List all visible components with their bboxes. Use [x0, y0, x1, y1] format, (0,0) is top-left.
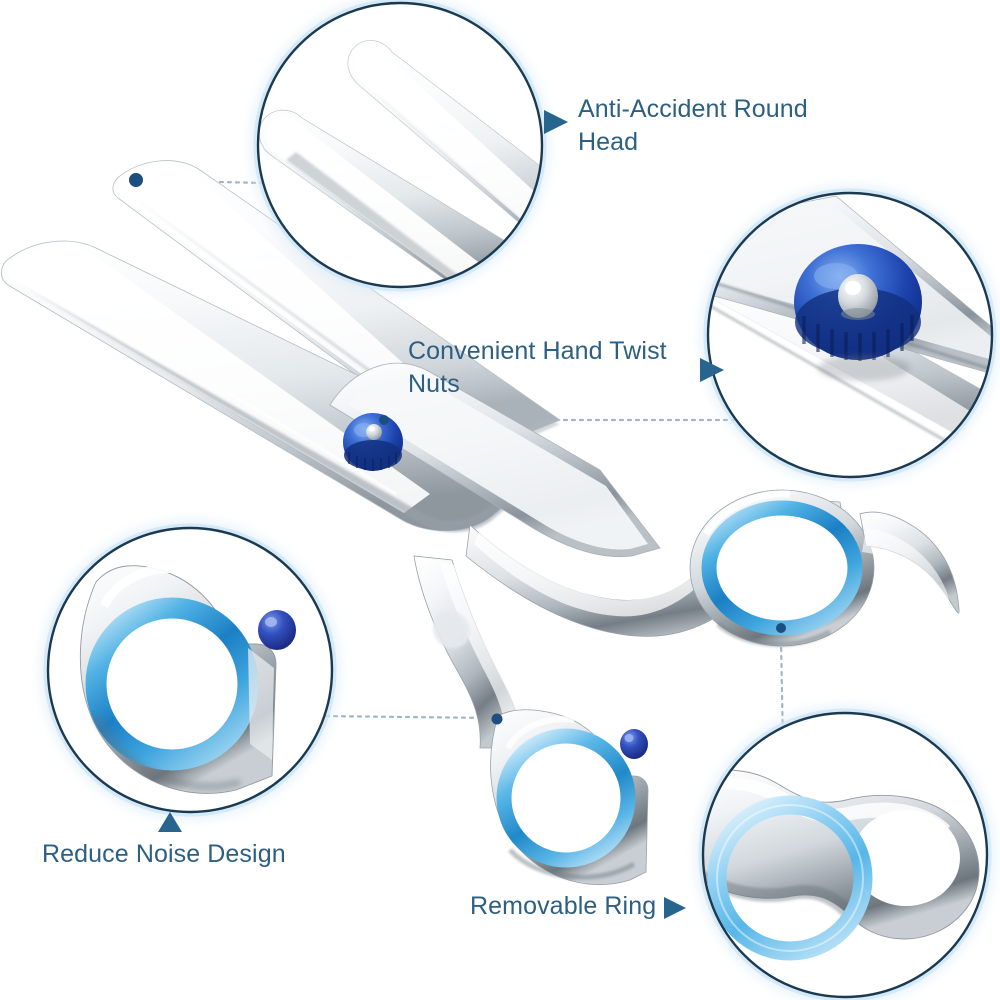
callout-label-twist-nuts: Convenient Hand Twist Nuts	[408, 337, 667, 398]
anchor-dot-reduce-noise	[491, 713, 503, 725]
nut-knurling	[348, 452, 397, 471]
upper-finger-ring	[689, 489, 875, 647]
arrow-left-round-head	[544, 110, 568, 134]
anchor-dot-round-head	[129, 173, 143, 187]
scissors-main-illustration	[1, 160, 960, 886]
silicone-insert-lower	[496, 728, 636, 868]
silicone-insert-zoom-noise	[85, 597, 259, 771]
leader-line-removable-ring	[779, 638, 785, 746]
callout-label-round-head: Anti-Accident Round Head	[578, 95, 808, 156]
finger-rest-ball-zoom	[258, 610, 296, 650]
lower-blade	[1, 240, 549, 533]
callout-circle-reduce-noise	[43, 523, 337, 817]
arrow-right-twist-nuts	[700, 358, 724, 382]
lower-finger-ring	[490, 709, 649, 886]
arrow-up-reduce-noise	[158, 812, 182, 832]
callout-circle-removable-ring	[698, 708, 992, 1000]
callout-arrows	[158, 110, 724, 919]
callout-circle-round-head	[253, 0, 547, 292]
anchor-dot-twist-nuts	[379, 415, 389, 425]
nut-center-pin	[366, 424, 382, 440]
tension-nut-zoom	[794, 244, 922, 381]
callout-label-removable-ring: Removable Ring	[470, 892, 657, 920]
tail-hook	[859, 511, 960, 614]
anchor-dot-removable-ring	[776, 623, 786, 633]
callout-circle-twist-nuts	[703, 188, 997, 482]
pivot-shank	[329, 362, 661, 558]
arrow-right-removable-ring	[664, 897, 686, 919]
finger-rest-ball	[620, 729, 648, 759]
removable-silicone-ring	[707, 795, 873, 961]
callout-label-reduce-noise: Reduce Noise Design	[42, 840, 286, 868]
leader-line-reduce-noise	[316, 714, 496, 720]
pivot-tension-nut	[343, 413, 403, 471]
nut-knurling-zoom	[802, 315, 914, 361]
